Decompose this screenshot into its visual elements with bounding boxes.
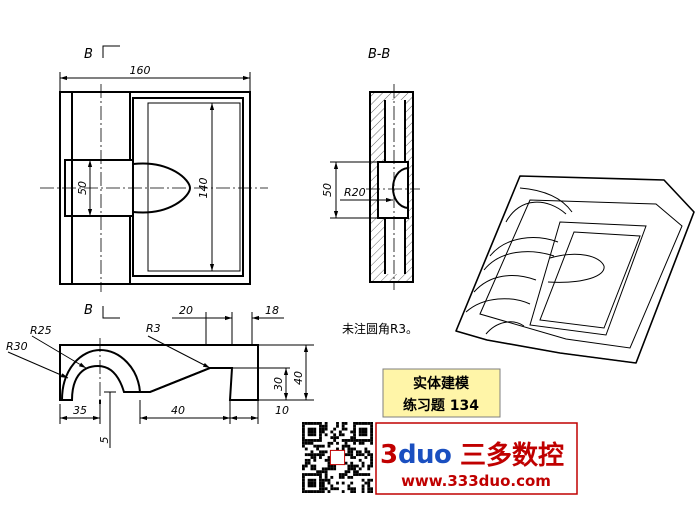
dim-10: 10: [275, 404, 289, 417]
dim-width: 160: [130, 64, 151, 77]
bottom-view: 35 40 10 5 30 40 20 18 R3 R25 R30: [6, 304, 314, 448]
dim-r3: R3: [146, 322, 161, 335]
qr-code: [302, 422, 373, 493]
dim-20: 20: [179, 304, 193, 317]
dim-height-inner: 140: [197, 178, 210, 199]
badge-line1: 实体建模: [413, 375, 470, 392]
dim-5: 5: [98, 437, 111, 444]
isometric-view: [455, 175, 695, 364]
brand-url: www.333duo.com: [401, 472, 551, 490]
front-view: 160 140 50 B B: [40, 45, 268, 319]
exercise-badge: 实体建模 练习题 134: [382, 368, 501, 418]
dim-r25: R25: [30, 324, 52, 337]
dim-40-h: 40: [171, 404, 185, 417]
section-view: 50 R20 B-B: [321, 47, 420, 290]
dim-slot: 50: [76, 181, 89, 195]
dim-30: 30: [272, 377, 285, 391]
dim-18: 18: [265, 304, 279, 317]
section-marker-top: B: [84, 47, 93, 62]
brand-logo-u: u: [416, 440, 435, 470]
dim-35: 35: [73, 404, 87, 417]
brand-logo-o: o: [434, 440, 452, 470]
dim-40-v: 40: [292, 371, 305, 385]
dim-r30: R30: [6, 340, 28, 353]
brand-block: 3 d u o 三多数控 www.333duo.com: [375, 422, 578, 495]
badge-line2: 练习题 134: [403, 397, 479, 414]
fillet-note: 未注圆角R3。: [342, 321, 418, 336]
section-title: B-B: [368, 47, 390, 62]
section-marker-bottom: B: [84, 303, 93, 318]
dim-slot-section: 50: [321, 183, 334, 197]
brand-logo-d: d: [398, 440, 417, 470]
dim-r20: R20: [344, 186, 366, 199]
brand-logo-3: 3: [380, 440, 398, 470]
brand-name: 三多数控: [460, 441, 564, 471]
